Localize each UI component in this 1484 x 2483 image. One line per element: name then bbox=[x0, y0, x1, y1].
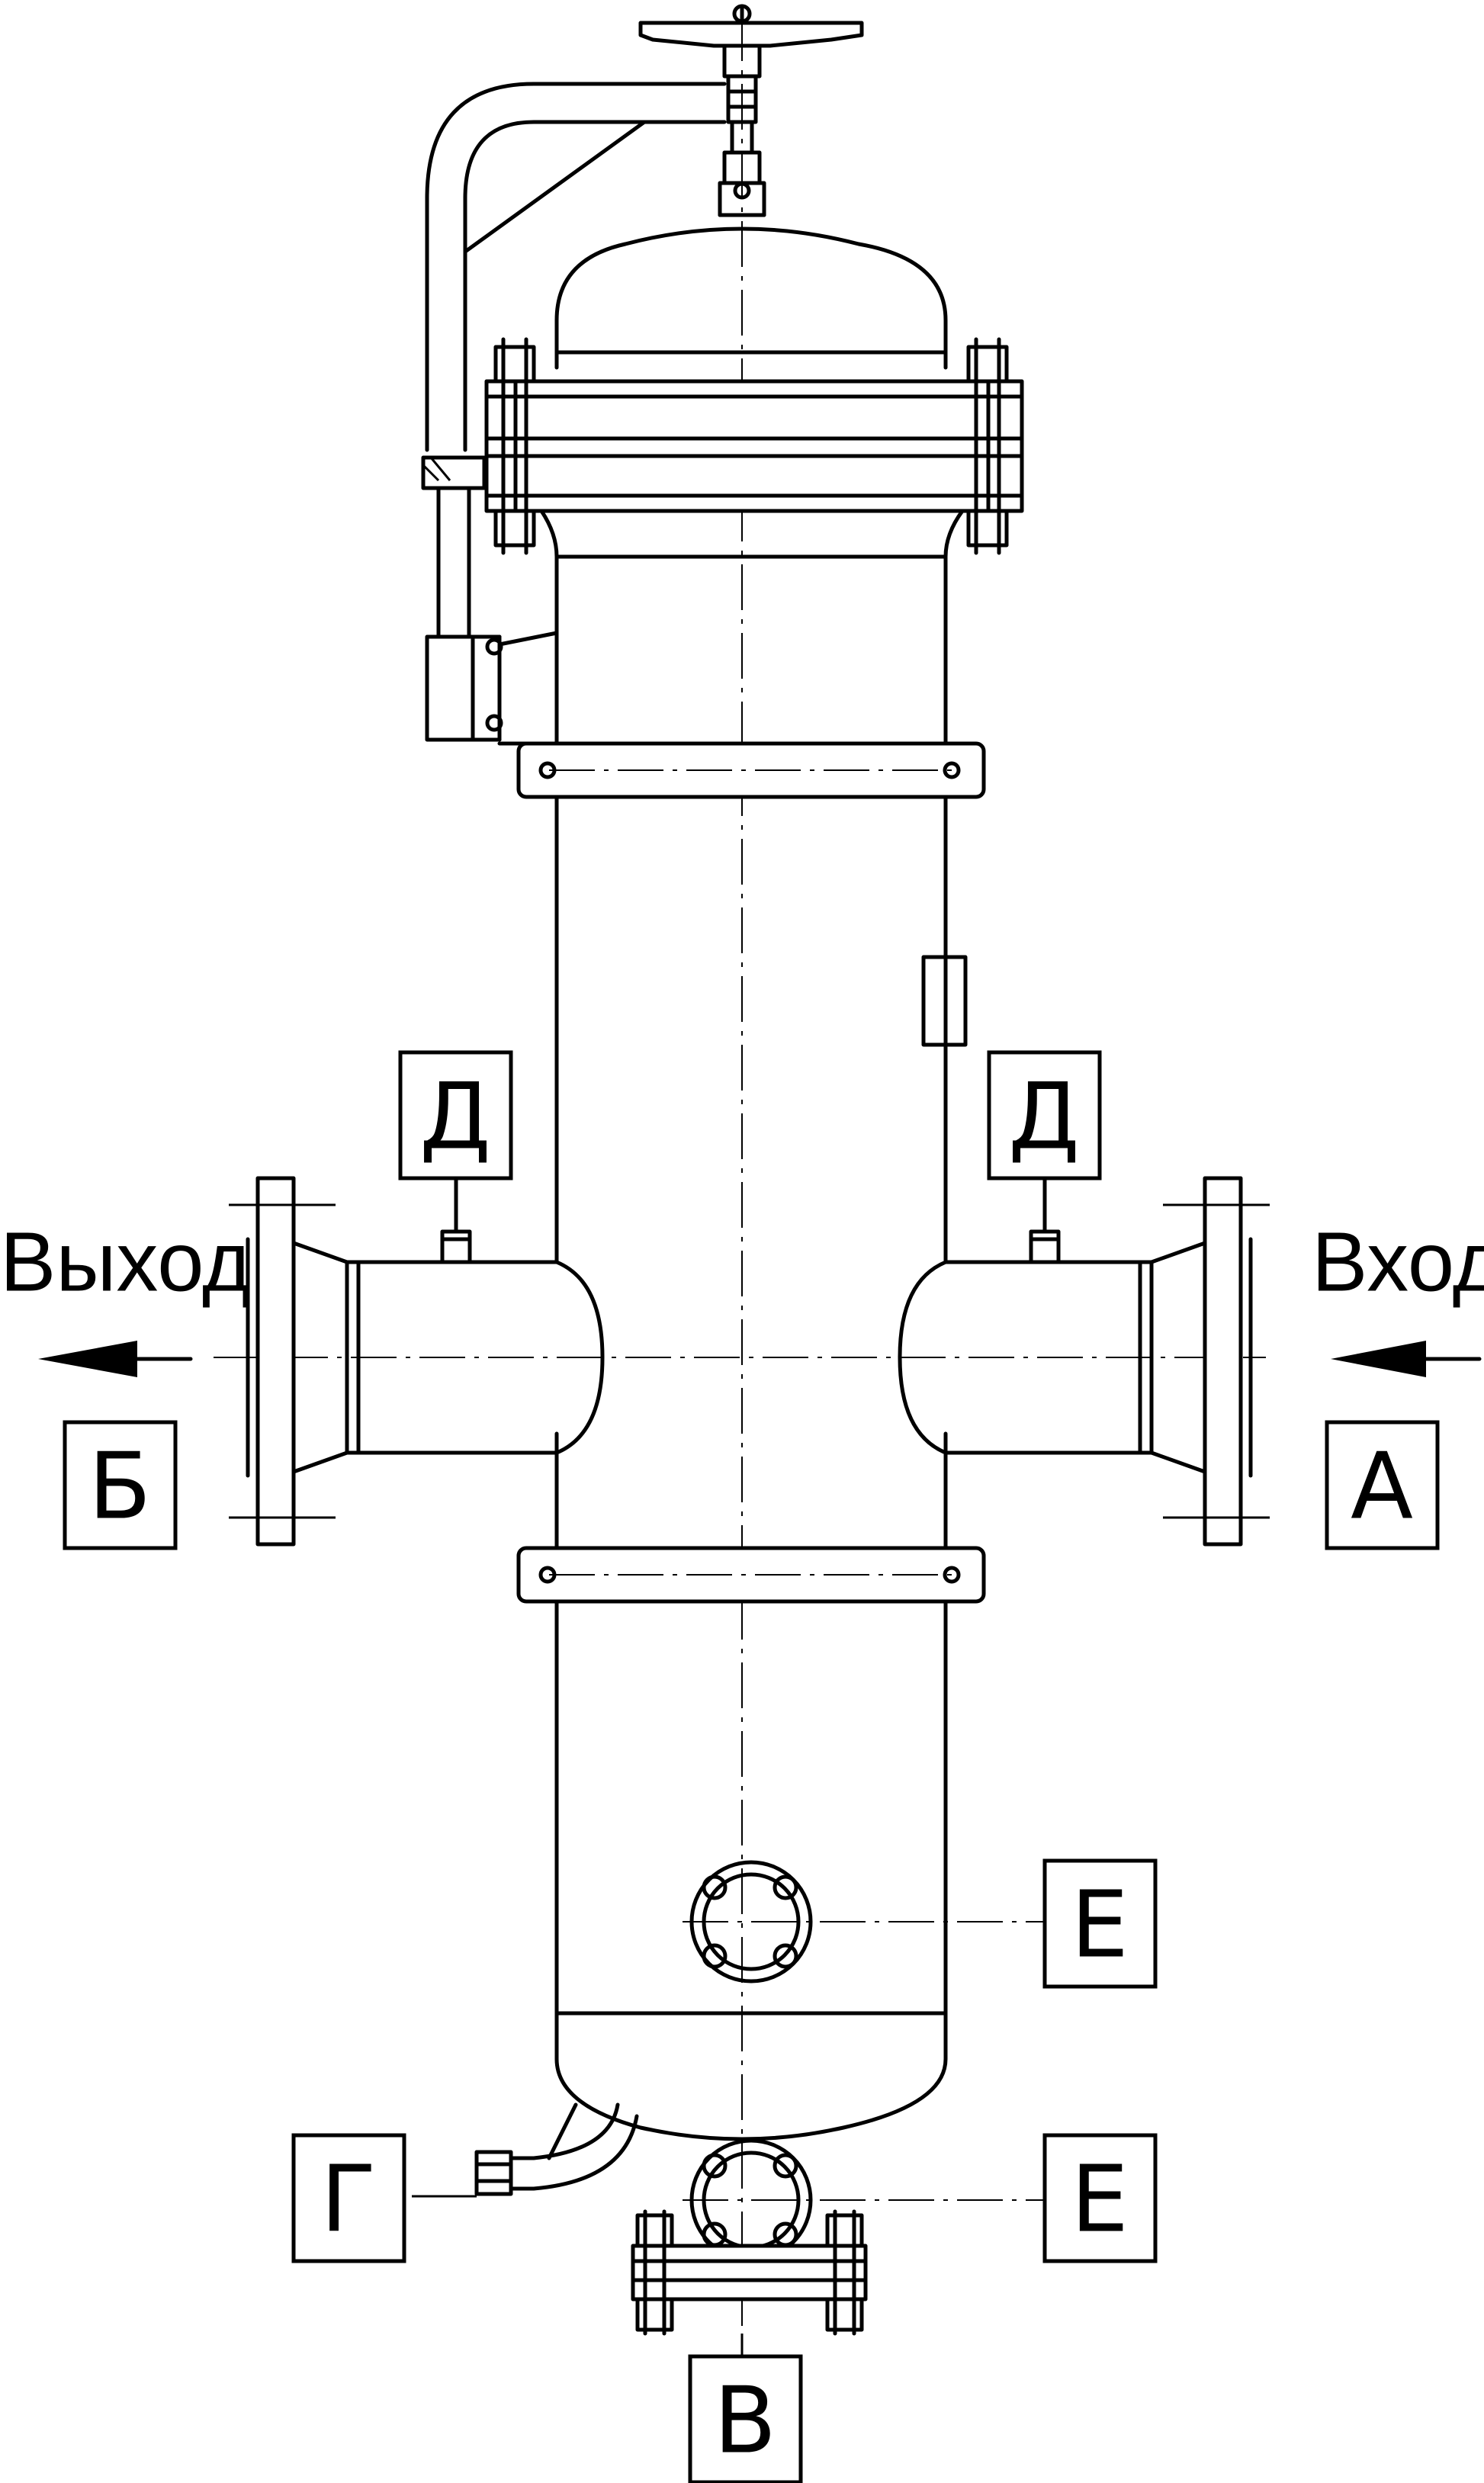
svg-text:А: А bbox=[1351, 1434, 1413, 1540]
svg-text:Г: Г bbox=[320, 2147, 376, 2253]
shell-neck bbox=[539, 509, 965, 559]
outlet-nozzle bbox=[229, 1176, 605, 1547]
svg-text:Е: Е bbox=[1071, 1873, 1129, 1979]
top-flange bbox=[484, 379, 1024, 513]
leader-lines bbox=[412, 1176, 1047, 2379]
inlet-arrow bbox=[1331, 1341, 1482, 1377]
svg-text:Е: Е bbox=[1071, 2147, 1129, 2253]
label-g: Г bbox=[291, 2133, 406, 2263]
label-a: А bbox=[1325, 1420, 1440, 1550]
valve-stem bbox=[718, 43, 766, 217]
outlet-fitting bbox=[440, 1229, 472, 1264]
label-d-left: Д bbox=[398, 1050, 513, 1180]
bottom-dome bbox=[554, 2026, 948, 2141]
pipe-clamp bbox=[421, 455, 487, 490]
svg-text:В: В bbox=[714, 2369, 776, 2475]
svg-text:Д: Д bbox=[1008, 1065, 1080, 1171]
outlet-text: Выход bbox=[0, 1216, 251, 1309]
pipe-bracket bbox=[425, 631, 559, 746]
svg-text:Д: Д bbox=[419, 1065, 491, 1171]
label-v: В bbox=[688, 2354, 803, 2483]
drain-pipe bbox=[474, 2102, 639, 2196]
side-hatch bbox=[683, 1860, 1045, 1984]
top-dome bbox=[554, 226, 948, 370]
handwheel bbox=[638, 4, 864, 48]
label-b: Б bbox=[63, 1420, 178, 1550]
inlet-nozzle bbox=[898, 1176, 1270, 1547]
label-e-upper: Е bbox=[1042, 1858, 1158, 1989]
label-d-right: Д bbox=[987, 1050, 1102, 1180]
pipe-lower bbox=[436, 486, 471, 639]
flange-bolts bbox=[493, 337, 1009, 555]
label-e-lower: Е bbox=[1042, 2133, 1158, 2263]
lower-band bbox=[516, 1546, 986, 1604]
inlet-fitting bbox=[1029, 1229, 1061, 1264]
upper-band bbox=[516, 741, 986, 799]
inlet-text: Вход bbox=[1312, 1216, 1484, 1309]
bypass-pipe bbox=[425, 82, 727, 452]
outlet-arrow bbox=[38, 1341, 193, 1377]
svg-text:Б: Б bbox=[88, 1434, 151, 1540]
bottom-flange bbox=[631, 2209, 868, 2336]
